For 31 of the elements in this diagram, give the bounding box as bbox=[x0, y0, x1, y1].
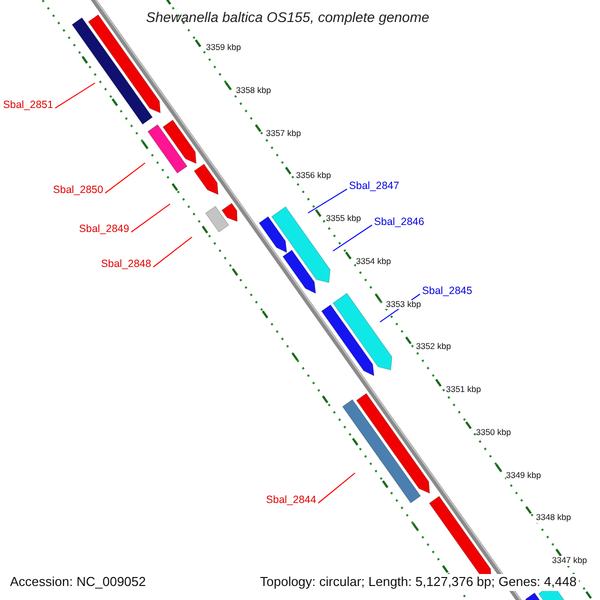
leader-line bbox=[308, 188, 348, 214]
accession-text: Accession: NC_009052 bbox=[8, 574, 148, 591]
genome-info-text: Topology: circular; Length: 5,127,376 bp; Genes: 4,448 bbox=[258, 574, 579, 591]
gene-label: Sbal_2851 bbox=[3, 99, 54, 112]
tick-label: 3351 kbp bbox=[446, 385, 481, 395]
leader-line bbox=[152, 236, 192, 268]
gene-label: Sbal_2844 bbox=[266, 494, 316, 506]
tick-label: 3347 kbp bbox=[552, 556, 587, 566]
leader-line bbox=[104, 162, 146, 194]
tick-label: 3356 kbp bbox=[296, 171, 331, 182]
gene-label: Sbal_2849 bbox=[79, 223, 130, 236]
gene-label: Sbal_2845 bbox=[422, 285, 472, 298]
leader-line bbox=[54, 82, 96, 109]
tick-label: 3350 kbp bbox=[476, 428, 511, 438]
tick-label: 3354 kbp bbox=[356, 256, 391, 267]
gene-label: Sbal_2846 bbox=[374, 216, 424, 228]
tick-label: 3353 kbp bbox=[386, 300, 421, 310]
title: Shewanella baltica OS155, complete genome bbox=[146, 9, 430, 26]
gene-label: Sbal_2848 bbox=[101, 258, 152, 270]
tick-label: 3349 kbp bbox=[506, 470, 541, 480]
leader-line bbox=[318, 472, 356, 504]
tick-label: 3358 kbp bbox=[236, 86, 271, 96]
leader-line bbox=[130, 204, 170, 233]
gene-label: Sbal_2847 bbox=[349, 180, 400, 192]
tick-label: 3352 kbp bbox=[416, 342, 451, 352]
tick-label: 3359 kbp bbox=[206, 43, 241, 53]
gene-label: Sbal_2850 bbox=[53, 184, 104, 196]
tick-label: 3348 kbp bbox=[536, 513, 571, 524]
tick-label: 3357 kbp bbox=[266, 128, 301, 138]
leader-line bbox=[332, 224, 372, 252]
tick-label: 3355 kbp bbox=[326, 214, 361, 224]
